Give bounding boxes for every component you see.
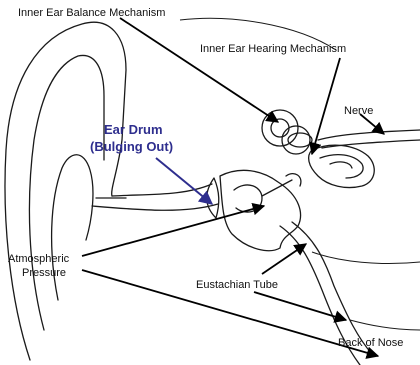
label-inner-ear-hearing: Inner Ear Hearing Mechanism (200, 43, 346, 55)
ear-canal (92, 184, 218, 210)
label-nerve: Nerve (344, 105, 373, 117)
cochlea (309, 145, 375, 187)
ear-drum-shape (207, 178, 219, 218)
label-eustachian-tube: Eustachian Tube (196, 279, 278, 291)
label-ear-drum: Ear Drum (104, 122, 163, 137)
label-inner-ear-balance: Inner Ear Balance Mechanism (18, 7, 165, 19)
label-pressure: Pressure (22, 267, 66, 279)
label-back-of-nose: Back of Nose (338, 337, 403, 349)
label-ear-drum-sub: (Bulging Out) (90, 139, 173, 154)
outer-ear-outline (5, 22, 126, 360)
label-atmospheric: Atmospheric (8, 253, 70, 265)
